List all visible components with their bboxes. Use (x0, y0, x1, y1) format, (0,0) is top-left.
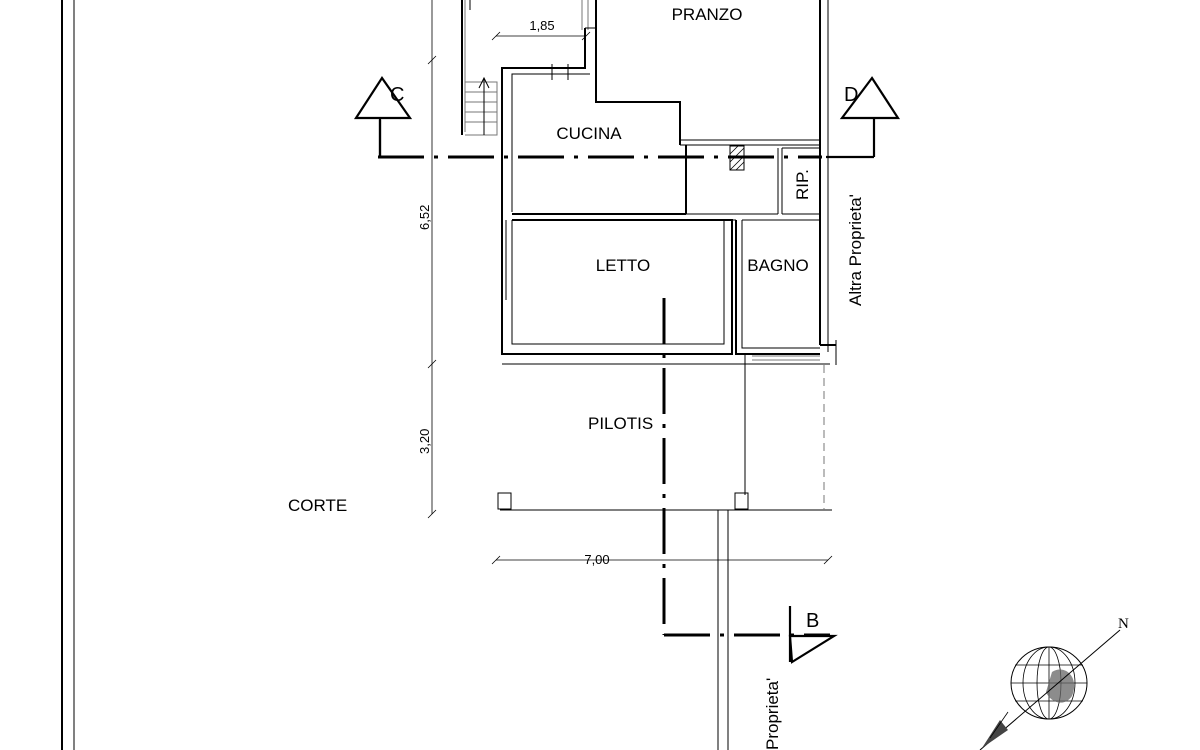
other-property-label-right: Altra Proprieta' (846, 194, 865, 306)
section-marker-d (826, 76, 901, 159)
area-label-corte: CORTE (288, 496, 347, 515)
left-boundary-wall (61, 0, 75, 750)
room-label-pilotis: PILOTIS (588, 414, 653, 433)
dimension-width-total: 7,00 (584, 552, 609, 567)
section-cut-lines (378, 155, 830, 637)
dimension-lines (427, 0, 833, 565)
dimension-stair-width: 1,85 (529, 18, 554, 33)
section-label-d: D (844, 84, 858, 106)
building-walls (497, 0, 837, 750)
dimension-depth-main: 6,52 (417, 205, 432, 230)
stair-outline (461, 0, 589, 136)
compass-north-label: N (1118, 616, 1129, 632)
room-label-bagno: BAGNO (747, 256, 808, 275)
room-label-cucina: CUCINA (556, 124, 622, 143)
room-label-letto: LETTO (596, 256, 650, 275)
other-property-label-bottom: Proprieta' (763, 678, 782, 750)
room-label-pranzo: PRANZO (672, 5, 743, 24)
section-marker-c (353, 76, 413, 157)
section-marker-b (788, 606, 838, 664)
north-arrow-icon (979, 629, 1121, 750)
dimension-depth-pilotis: 3,20 (417, 429, 432, 454)
room-label-ripostiglio: RIP. (793, 169, 812, 200)
section-label-c: C (390, 84, 404, 106)
section-label-b: B (806, 610, 819, 632)
